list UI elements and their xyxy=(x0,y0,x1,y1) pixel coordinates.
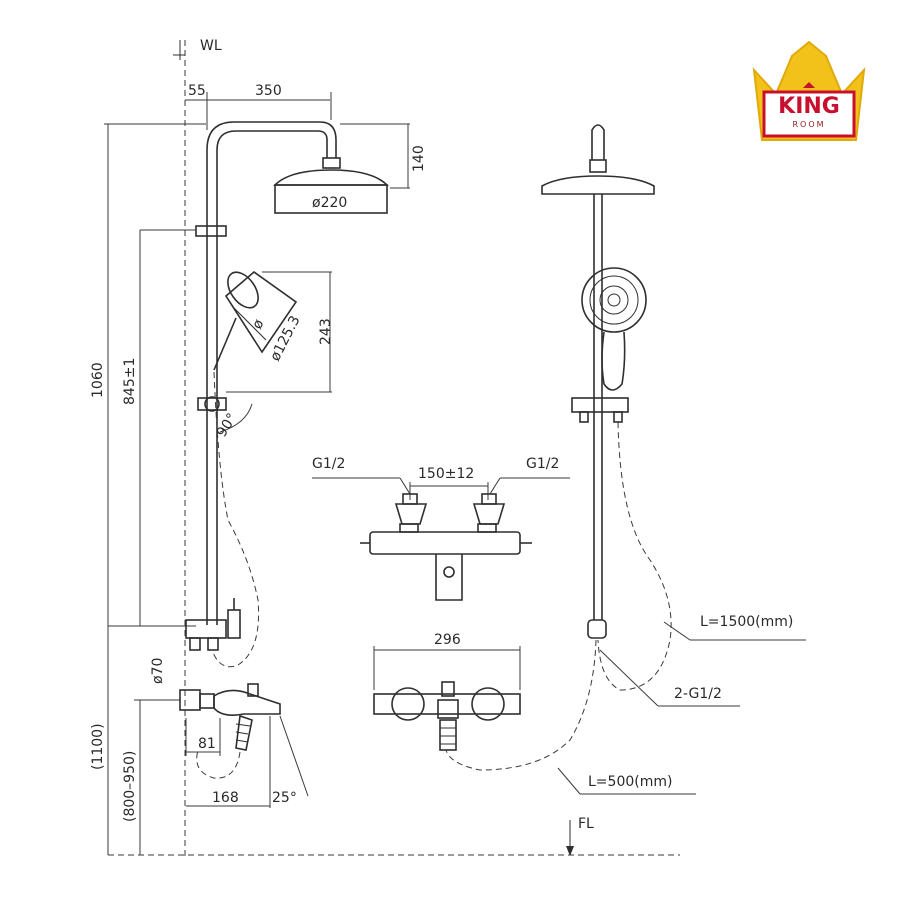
dim-168 xyxy=(186,715,309,808)
dim-243-label: 243 xyxy=(318,318,334,345)
dim-140 xyxy=(340,123,410,189)
angle-90-arc xyxy=(219,403,253,433)
dim-1100-label: (1100) xyxy=(90,723,106,770)
l500-label: L=500(mm) xyxy=(588,774,672,790)
dim-220-label: ø220 xyxy=(312,195,347,211)
front-hose-1500 xyxy=(597,421,672,691)
logo-subword: ROOM xyxy=(792,120,826,129)
crown-icon xyxy=(752,40,866,141)
front-view-riser xyxy=(541,124,655,639)
dim-1060-label: 1060 xyxy=(90,362,106,398)
dim-800-950 xyxy=(134,699,150,855)
wall-line xyxy=(173,40,186,858)
side-hand-shower xyxy=(213,270,298,371)
dim-140-label: 140 xyxy=(411,145,427,172)
g12-left-label: G1/2 xyxy=(312,456,345,472)
angle-25-label: 25° xyxy=(272,790,297,806)
wl-label: WL xyxy=(200,38,222,54)
fl-arrowhead xyxy=(566,846,574,856)
dim-81 xyxy=(185,718,221,756)
l500-leader xyxy=(557,767,581,795)
king-room-logo: KING ROOM xyxy=(748,36,870,144)
front-hose-500 xyxy=(445,639,597,771)
dim-55-350 xyxy=(185,92,332,130)
g12-right-label: G1/2 xyxy=(526,456,559,472)
side-mixer xyxy=(179,598,281,751)
dim-150-label: 150±12 xyxy=(418,466,474,482)
side-hose xyxy=(211,371,260,668)
side-view-riser xyxy=(195,121,389,625)
logo-word: KING xyxy=(778,94,840,119)
mixer-top-view xyxy=(312,477,570,601)
dim-125-label: ø125.3 xyxy=(267,313,303,364)
dim-845 xyxy=(139,229,196,627)
dim-800-label: (800–950) xyxy=(122,751,138,822)
dim-phi-label: ø xyxy=(249,317,267,332)
dim-845-label: 845±1 xyxy=(122,358,138,405)
side-mixer-hose xyxy=(196,749,241,779)
dim-1060 xyxy=(104,123,206,855)
l1500-leader xyxy=(663,621,691,641)
dim-55: 55 xyxy=(188,83,206,99)
dim-70-label: ø70 xyxy=(150,658,166,684)
fl-label: FL xyxy=(578,816,594,832)
g2-leader xyxy=(599,649,659,707)
dim-296-label: 296 xyxy=(434,632,461,648)
mixer-front-view xyxy=(373,646,521,751)
dim-350: 350 xyxy=(255,83,282,99)
l1500-label: L=1500(mm) xyxy=(700,614,793,630)
dim-243 xyxy=(226,271,332,393)
g2-label: 2-G1/2 xyxy=(674,686,722,702)
dim-81-label: 81 xyxy=(198,736,216,752)
dim-168-label: 168 xyxy=(212,790,239,806)
